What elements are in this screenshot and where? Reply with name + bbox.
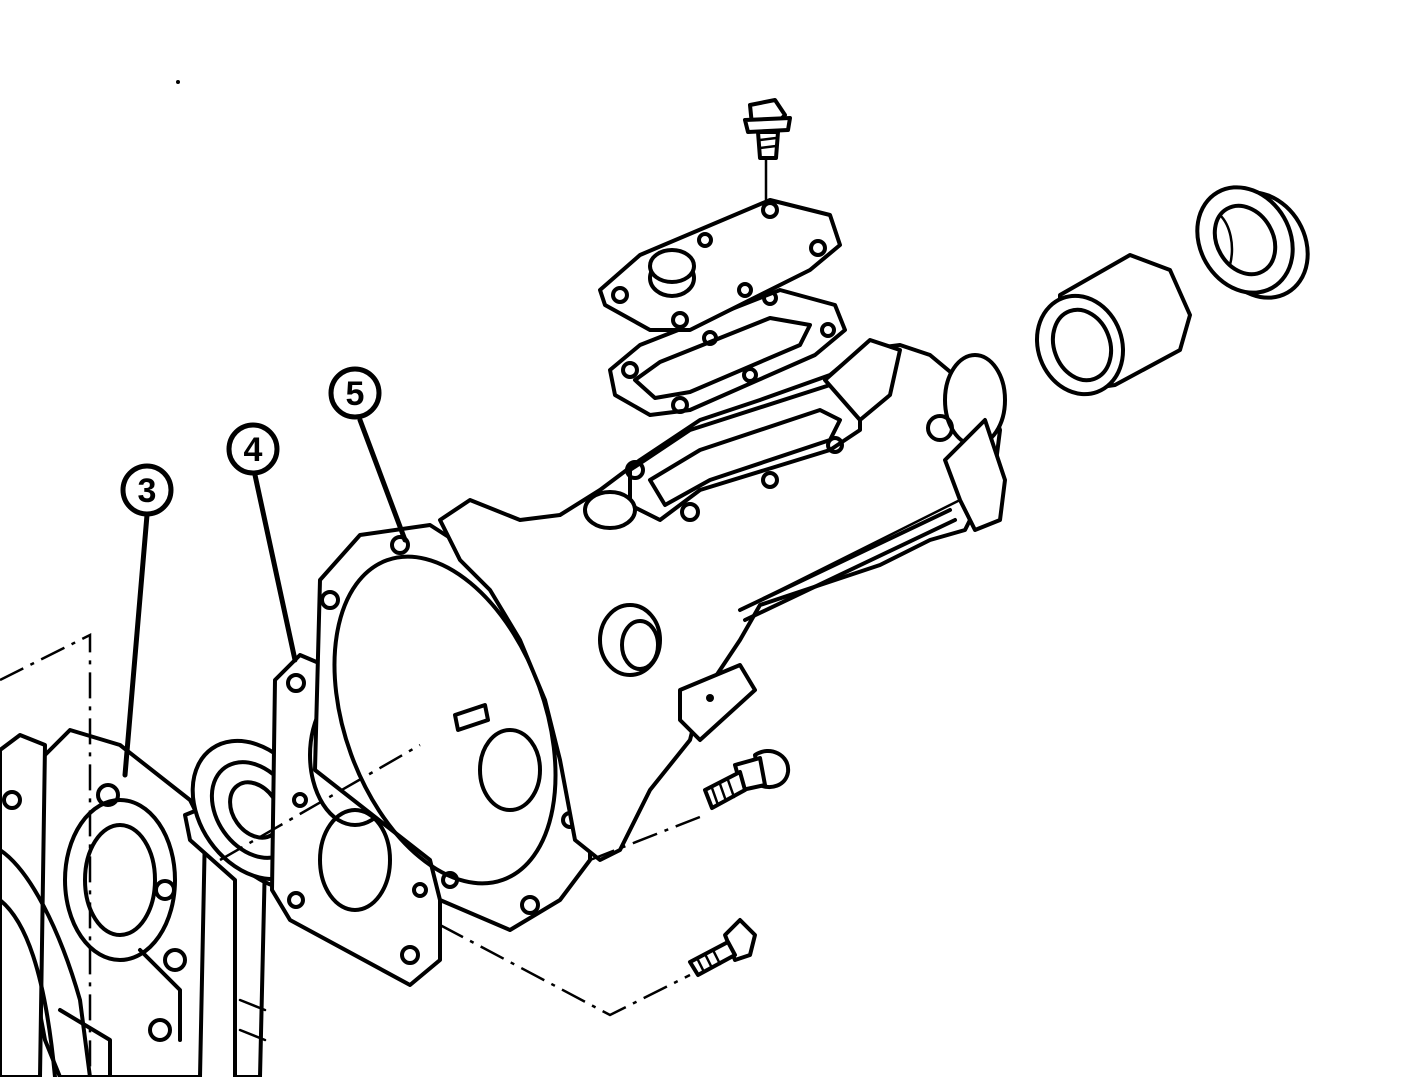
callout-4: 4 — [226, 422, 298, 663]
rear-bushing — [1034, 253, 1192, 397]
callout-5: 5 — [328, 366, 408, 543]
rear-oil-seal — [1195, 185, 1310, 300]
callout-4-label: 4 — [244, 431, 263, 469]
top-cover — [598, 198, 842, 332]
extension-housing-part-5 — [313, 338, 1007, 932]
callout-5-label: 5 — [346, 375, 365, 413]
alignment-lines — [0, 632, 706, 1077]
callout-3-label: 3 — [138, 472, 157, 510]
cover-bolt — [743, 98, 792, 207]
housing-bolt-lower — [688, 918, 757, 977]
housing-bolt-upper — [703, 749, 791, 810]
callout-3: 3 — [120, 463, 174, 778]
stray-dot — [176, 80, 180, 84]
